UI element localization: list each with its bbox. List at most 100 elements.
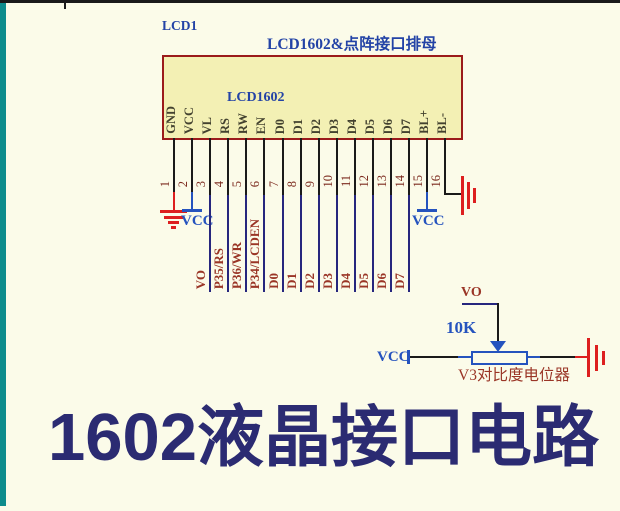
pin-wire xyxy=(390,138,392,195)
net-wire xyxy=(282,195,284,292)
pin-name-label: RW xyxy=(236,112,250,134)
wire-segment xyxy=(497,303,499,343)
pin-wire xyxy=(300,138,302,195)
pin-name-label: VCC xyxy=(182,106,196,134)
pin-name-label: D4 xyxy=(345,118,359,134)
net-label: D2 xyxy=(302,273,317,289)
pin-number: 6 xyxy=(248,180,262,187)
net-wire xyxy=(354,195,356,292)
vcc-label: VCC xyxy=(181,213,214,229)
gnd-wire xyxy=(575,356,588,358)
pin-name-label: EN xyxy=(254,116,268,134)
net-wire xyxy=(300,195,302,292)
pin-wire xyxy=(408,138,410,195)
vcc-wire xyxy=(426,192,428,210)
pin-name-label: D6 xyxy=(381,118,395,134)
gnd-bar xyxy=(467,182,470,209)
pin-number: 3 xyxy=(194,180,208,187)
pin-name-label: D0 xyxy=(273,118,287,134)
net-label: D5 xyxy=(356,273,371,289)
net-wire xyxy=(227,195,229,292)
pin-name-label: D7 xyxy=(399,118,413,134)
pot-body[interactable] xyxy=(471,351,528,365)
wire-segment xyxy=(410,356,458,358)
pin-wire xyxy=(444,138,446,195)
pin-wire xyxy=(354,138,356,195)
wire-segment xyxy=(540,356,575,358)
pin-number: 5 xyxy=(230,180,244,187)
gnd-symbol xyxy=(173,192,175,211)
net-wire xyxy=(318,195,320,292)
gnd-bar xyxy=(168,221,179,224)
pin-wire xyxy=(263,138,265,195)
net-label: P36/WR xyxy=(229,242,244,289)
pin-number: 16 xyxy=(429,174,443,188)
wire-segment xyxy=(445,193,461,195)
pin-number: 10 xyxy=(321,174,335,188)
gnd-bar xyxy=(595,345,598,371)
pin-number: 11 xyxy=(339,174,353,187)
pin-wire xyxy=(173,138,175,192)
gnd-symbol-rotated xyxy=(587,338,590,377)
pot-lead xyxy=(528,356,540,358)
pot-net-label: VO xyxy=(461,285,482,300)
sheet-border-tick xyxy=(64,0,66,9)
pin-wire xyxy=(209,138,211,195)
net-label: D7 xyxy=(392,273,407,289)
net-label: VO xyxy=(193,269,208,289)
sheet-title: 1602液晶接口电路 xyxy=(48,400,600,475)
pin-wire xyxy=(426,138,428,192)
pin-number: 14 xyxy=(393,174,407,188)
net-label: P35/RS xyxy=(211,247,226,289)
net-label: D3 xyxy=(320,273,335,289)
net-wire xyxy=(390,195,392,292)
pin-name-label: GND xyxy=(164,106,178,134)
component-box[interactable] xyxy=(162,55,463,140)
pin-name-label: RS xyxy=(218,118,232,134)
component-designator: LCD1 xyxy=(162,18,198,33)
pin-number: 2 xyxy=(176,180,190,187)
pin-wire xyxy=(318,138,320,195)
pin-number: 9 xyxy=(303,180,317,187)
gnd-bar xyxy=(171,226,176,229)
gnd-symbol-rotated xyxy=(461,176,464,215)
pot-lead xyxy=(458,356,471,358)
pin-wire xyxy=(372,138,374,195)
pin-wire xyxy=(336,138,338,195)
pin-number: 12 xyxy=(357,174,371,188)
net-label: D6 xyxy=(374,273,389,289)
pin-name-label: D2 xyxy=(309,118,323,134)
component-part-name: LCD1602 xyxy=(227,90,285,105)
sheet-border-top xyxy=(0,0,620,3)
net-wire xyxy=(209,195,211,292)
pin-number: 4 xyxy=(212,180,226,187)
pin-name-label: D1 xyxy=(291,118,305,134)
net-label: D4 xyxy=(338,273,353,289)
vcc-symbol xyxy=(182,209,202,212)
pin-wire xyxy=(227,138,229,195)
gnd-bar xyxy=(160,210,187,213)
pin-name-label: BL+ xyxy=(417,110,431,134)
gnd-bar xyxy=(164,216,183,219)
pin-wire xyxy=(191,138,193,192)
pin-wire xyxy=(282,138,284,195)
net-label: D0 xyxy=(266,273,281,289)
net-wire xyxy=(372,195,374,292)
vcc-symbol xyxy=(417,209,437,212)
vcc-symbol xyxy=(407,350,410,364)
net-label: D1 xyxy=(284,273,299,289)
pin-name-label: BL- xyxy=(435,113,449,134)
net-label: P34/LCDEN xyxy=(247,218,262,289)
pin-number: 8 xyxy=(285,180,299,187)
vcc-label: VCC xyxy=(377,349,410,365)
gnd-bar xyxy=(473,188,476,203)
pin-number: 15 xyxy=(411,174,425,188)
pin-name-label: VL xyxy=(200,116,214,134)
vcc-wire xyxy=(191,192,193,210)
pot-caption: V3对比度电位器 xyxy=(458,367,570,384)
pot-value: 10K xyxy=(446,318,477,337)
pin-name-label: D3 xyxy=(327,118,341,134)
sheet-margin-bar xyxy=(0,3,6,506)
pin-wire xyxy=(245,138,247,195)
